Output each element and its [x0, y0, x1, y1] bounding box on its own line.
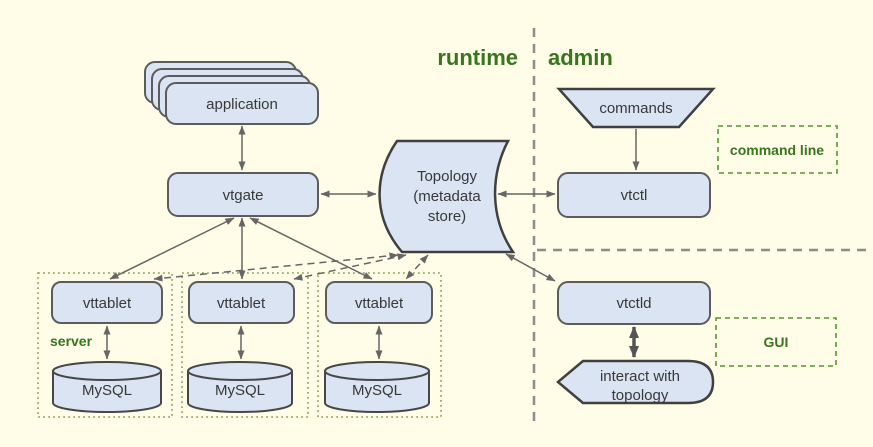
mysql-3-label: MySQL — [352, 382, 402, 399]
node-topology-store: Topology (metadata store) — [378, 139, 516, 254]
node-commands: commands — [556, 87, 716, 129]
arrow-dashed-topology-vttablet-2 — [293, 253, 407, 281]
section-label-admin: admin — [548, 45, 613, 70]
node-interact-with-topology: interact with topology — [556, 359, 715, 405]
node-mysql-2: MySQL — [187, 361, 293, 413]
section-label-runtime: runtime — [437, 45, 518, 70]
node-application-stack: application — [144, 61, 319, 125]
node-vttablet-1: vttablet — [51, 281, 163, 324]
vtctl-label: vtctl — [621, 187, 648, 204]
command-line-label: command line — [730, 142, 824, 158]
interact-label-line2: topology — [612, 387, 669, 404]
vttablet-1-label: vttablet — [83, 295, 132, 312]
server-label: server — [50, 333, 93, 349]
vtctld-label: vtctld — [616, 295, 651, 312]
server-group-1 — [37, 272, 173, 418]
node-mysql-3: MySQL — [324, 361, 430, 413]
arrow-topology-vtctld — [505, 253, 556, 282]
node-vtgate: vtgate — [167, 172, 319, 217]
commands-label: commands — [599, 100, 672, 117]
gui-label: GUI — [764, 334, 789, 350]
node-vtctl: vtctl — [557, 172, 711, 218]
vtgate-label: vtgate — [223, 187, 264, 204]
node-vttablet-3: vttablet — [325, 281, 433, 324]
node-application — [165, 82, 319, 125]
topology-label-line2: (metadata — [413, 188, 481, 205]
mysql-2-label: MySQL — [215, 382, 265, 399]
arrow-dashed-topology-vttablet-3 — [405, 254, 429, 280]
node-vtctld: vtctld — [557, 281, 711, 325]
application-label: application — [206, 96, 278, 113]
annotation-gui: GUI — [715, 317, 837, 367]
arrow-vtgate-vttablet-3 — [249, 217, 373, 280]
vttablet-3-label: vttablet — [355, 295, 404, 312]
node-mysql-1: MySQL — [52, 361, 162, 413]
topology-label-line1: Topology — [417, 168, 478, 185]
vttablet-2-label: vttablet — [217, 295, 266, 312]
interact-label-line1: interact with — [600, 368, 680, 385]
topology-label-line3: store) — [428, 208, 466, 225]
arrow-dashed-topology-vttablet-1 — [153, 252, 399, 282]
node-vttablet-2: vttablet — [188, 281, 295, 324]
annotation-command-line: command line — [717, 125, 838, 174]
arrow-vtgate-vttablet-1 — [109, 217, 235, 280]
mysql-1-label: MySQL — [82, 382, 132, 399]
